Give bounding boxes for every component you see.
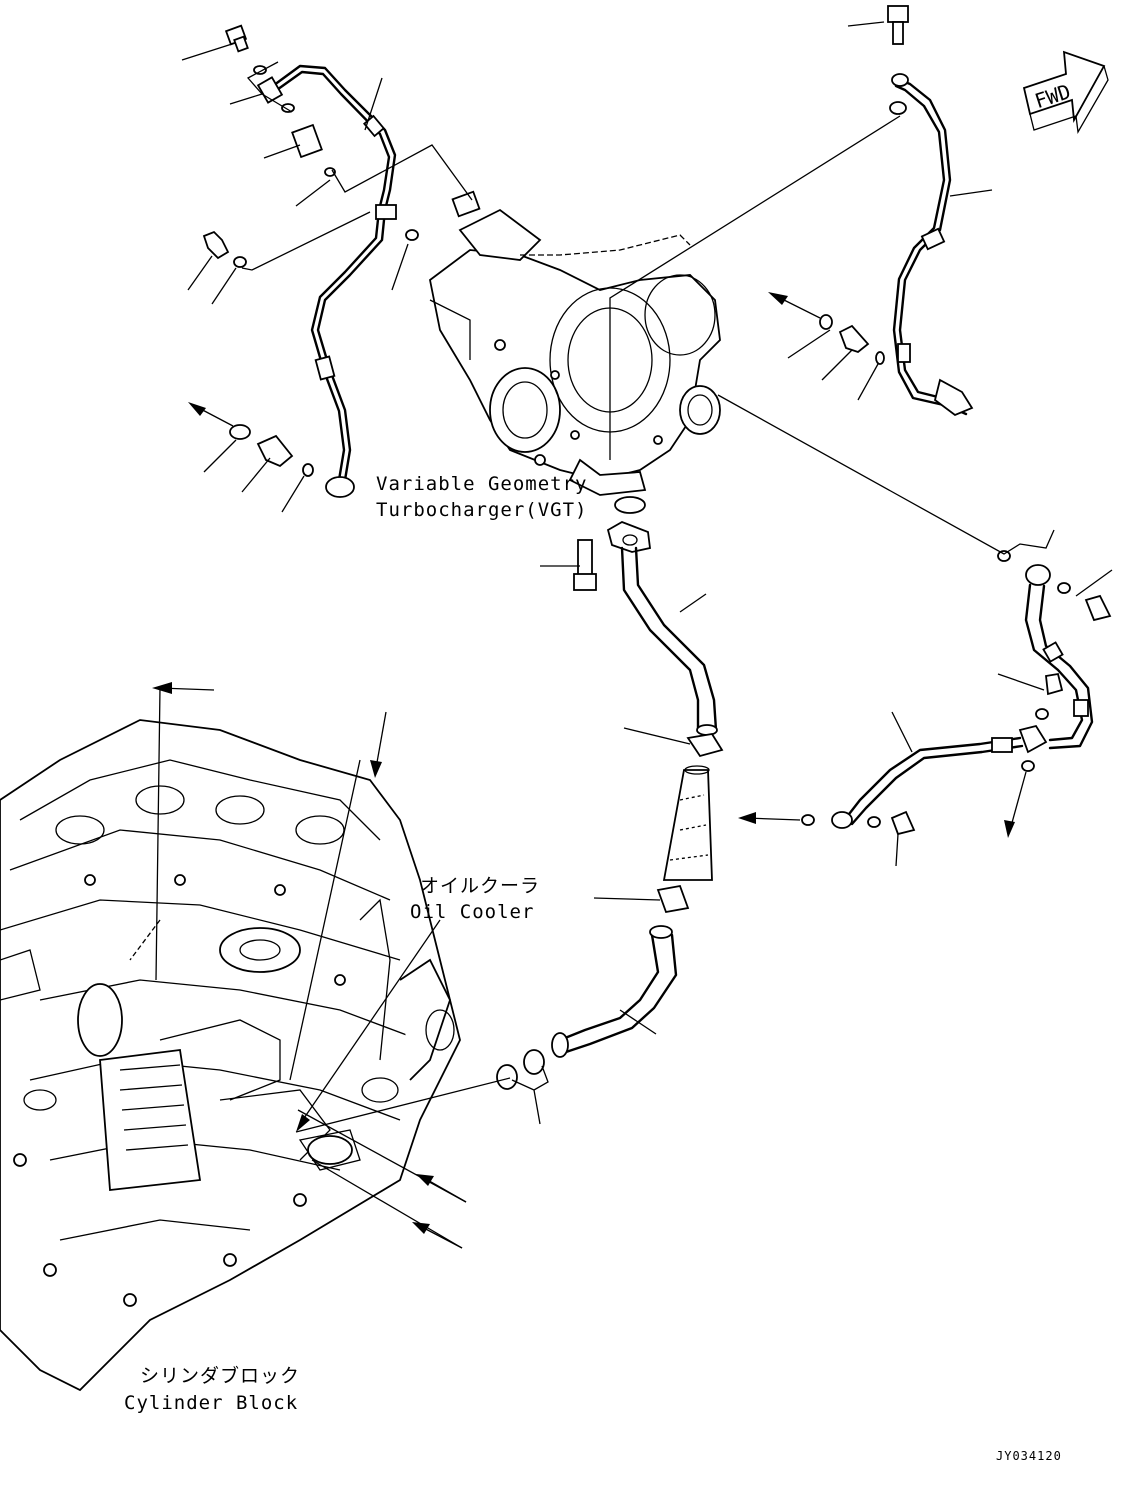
hose-clamp-upper bbox=[686, 733, 724, 758]
cylinder-block-label-en: Cylinder Block bbox=[124, 1392, 298, 1414]
cylinder-block-label-jp: シリンダブロック bbox=[140, 1364, 300, 1387]
washers-lower-right bbox=[801, 550, 1071, 828]
direction-arrows bbox=[129, 292, 1027, 1249]
hose bbox=[662, 765, 713, 881]
cylinder-block bbox=[0, 719, 461, 1392]
hose-clamp-lower bbox=[656, 884, 690, 914]
washers-top-left bbox=[253, 65, 295, 113]
vgt-label-line2: Turbocharger(VGT) bbox=[376, 499, 587, 521]
oil-drain-pipe bbox=[606, 496, 718, 736]
oil-cooler-label-jp: オイルクーラ bbox=[420, 875, 540, 897]
plug-left bbox=[229, 424, 314, 477]
banjo-bolt-left bbox=[202, 229, 419, 268]
oil-cooler-label-en: Oil Cooler bbox=[410, 901, 534, 923]
drawing-id-label: JY034120 bbox=[996, 1449, 1062, 1463]
bolt-center bbox=[573, 539, 597, 591]
turbocharger-body bbox=[429, 190, 721, 496]
oil-pipe-lower-right bbox=[831, 564, 1094, 829]
fwd-arrow-icon: FWD bbox=[1022, 50, 1109, 135]
leader-lines bbox=[181, 21, 1113, 1249]
adapter-fitting bbox=[291, 123, 336, 177]
oil-pipe-right bbox=[891, 73, 974, 417]
bolt-top-right bbox=[887, 5, 909, 115]
bolt-lower-right bbox=[890, 594, 1112, 836]
vgt-label-line1: Variable Geometry bbox=[376, 473, 587, 495]
oil-return-tube bbox=[551, 925, 678, 1058]
oil-feed-pipe-left bbox=[268, 64, 397, 498]
o-rings bbox=[496, 1049, 545, 1090]
plug-right bbox=[819, 314, 885, 365]
banjo-bolt-top-left bbox=[224, 24, 249, 53]
